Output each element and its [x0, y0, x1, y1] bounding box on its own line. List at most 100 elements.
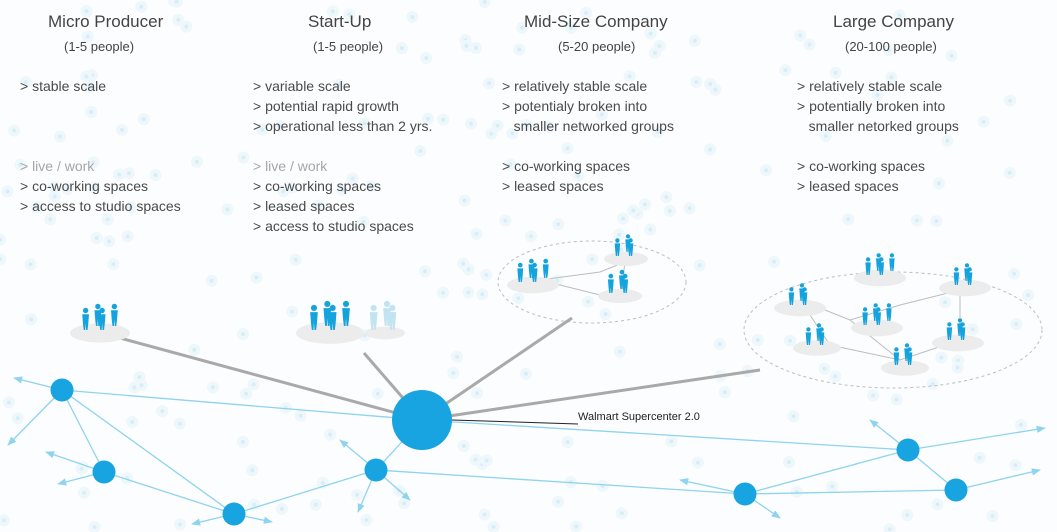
background-dot: [695, 460, 700, 465]
person-head: [957, 318, 963, 323]
person-body: [627, 243, 634, 256]
background-dot: [547, 124, 552, 129]
background-dot: [617, 349, 622, 354]
background-dot: [510, 131, 515, 136]
person-body: [111, 310, 118, 326]
background-dot: [0, 253, 7, 266]
background-dot: [461, 444, 466, 449]
person-head: [816, 323, 822, 328]
person-head: [964, 263, 970, 268]
background-dot: [337, 82, 342, 87]
column-title: Start-Up: [308, 12, 372, 31]
network-arrow: [955, 468, 1041, 491]
background-dot: [254, 275, 259, 280]
person-head: [608, 273, 614, 279]
background-dot: [15, 416, 20, 421]
background-dot: [599, 112, 604, 117]
column-title: Mid-Size Company: [524, 12, 668, 31]
background-dot: [524, 123, 529, 128]
background-dot: [977, 455, 982, 460]
attribute-item: > co-working spaces: [797, 158, 926, 174]
background-dot: [422, 269, 427, 274]
background-dot: [0, 237, 3, 242]
background-dot: [508, 162, 513, 167]
group-platform: [604, 251, 648, 267]
background-dot: [687, 206, 692, 211]
background-dot: [120, 127, 125, 132]
column-size: (1-5 people): [64, 39, 135, 54]
person-head: [111, 303, 118, 310]
background-dot: [755, 338, 760, 343]
background-dot: [648, 227, 653, 232]
column-size: (1-5 people): [313, 39, 384, 54]
group-platform: [774, 299, 826, 317]
column-size: (5-20 people): [558, 39, 636, 54]
person-head: [865, 257, 871, 262]
background-dot: [29, 317, 34, 322]
person-body: [607, 279, 614, 293]
background-dot: [194, 159, 199, 164]
background-dot: [313, 502, 318, 507]
background-dot: [833, 70, 838, 75]
background-dot: [830, 484, 835, 489]
background-dot: [482, 0, 487, 4]
background-dot: [451, 370, 456, 375]
background-dot: [170, 0, 183, 8]
person-body: [875, 312, 881, 325]
person-head: [799, 283, 805, 288]
background-dot: [656, 129, 661, 134]
attribute-item: > potentialy broken into: [502, 98, 648, 114]
background-dot: [12, 128, 17, 133]
person-head: [889, 253, 895, 258]
background-dot: [85, 34, 90, 39]
background-dot: [375, 391, 380, 396]
background-dot: [764, 168, 769, 173]
background-dot: [574, 524, 579, 529]
background-dot: [466, 267, 471, 272]
people-group: [774, 283, 826, 317]
background-dot: [355, 492, 360, 497]
person-body: [959, 327, 966, 340]
background-dot: [1026, 293, 1031, 298]
background-dot: [1019, 422, 1024, 427]
background-dot: [914, 218, 919, 223]
person-head: [82, 307, 89, 314]
background-dot: [84, 9, 89, 14]
background-dot: [692, 38, 697, 43]
background-dot: [84, 74, 89, 79]
person-head: [876, 307, 881, 312]
background-dot: [713, 87, 718, 92]
person-body: [517, 268, 524, 282]
attribute-item: > potential rapid growth: [253, 98, 399, 114]
background-dot: [111, 262, 116, 267]
group-platform: [598, 288, 642, 304]
attribute-item: > live / work: [253, 158, 328, 174]
background-dot: [177, 421, 182, 426]
attribute-item: > access to studio spaces: [20, 198, 181, 214]
background-dot: [565, 146, 570, 151]
person-body: [886, 308, 892, 321]
attribute-item: > stable scale: [20, 78, 106, 94]
background-dot: [664, 195, 669, 200]
background-dot: [617, 232, 622, 237]
background-dot: [905, 513, 910, 518]
background-dot: [176, 17, 181, 22]
person-head: [370, 304, 377, 311]
network-node: [896, 438, 920, 462]
person-body: [622, 279, 629, 293]
person-head: [625, 234, 631, 239]
attribute-item: > relatively stable scale: [502, 78, 648, 94]
background-dot: [935, 502, 940, 507]
background-dot: [791, 414, 796, 419]
background-dot: [92, 185, 97, 190]
background-dot: [945, 138, 950, 143]
background-dot: [153, 173, 158, 178]
background-dot: [260, 127, 265, 132]
background-dot: [364, 517, 369, 522]
background-dot: [708, 147, 713, 152]
background-dot: [418, 148, 423, 153]
background-dot: [642, 202, 647, 207]
background-dot: [556, 499, 561, 504]
background-dot: [669, 439, 674, 444]
